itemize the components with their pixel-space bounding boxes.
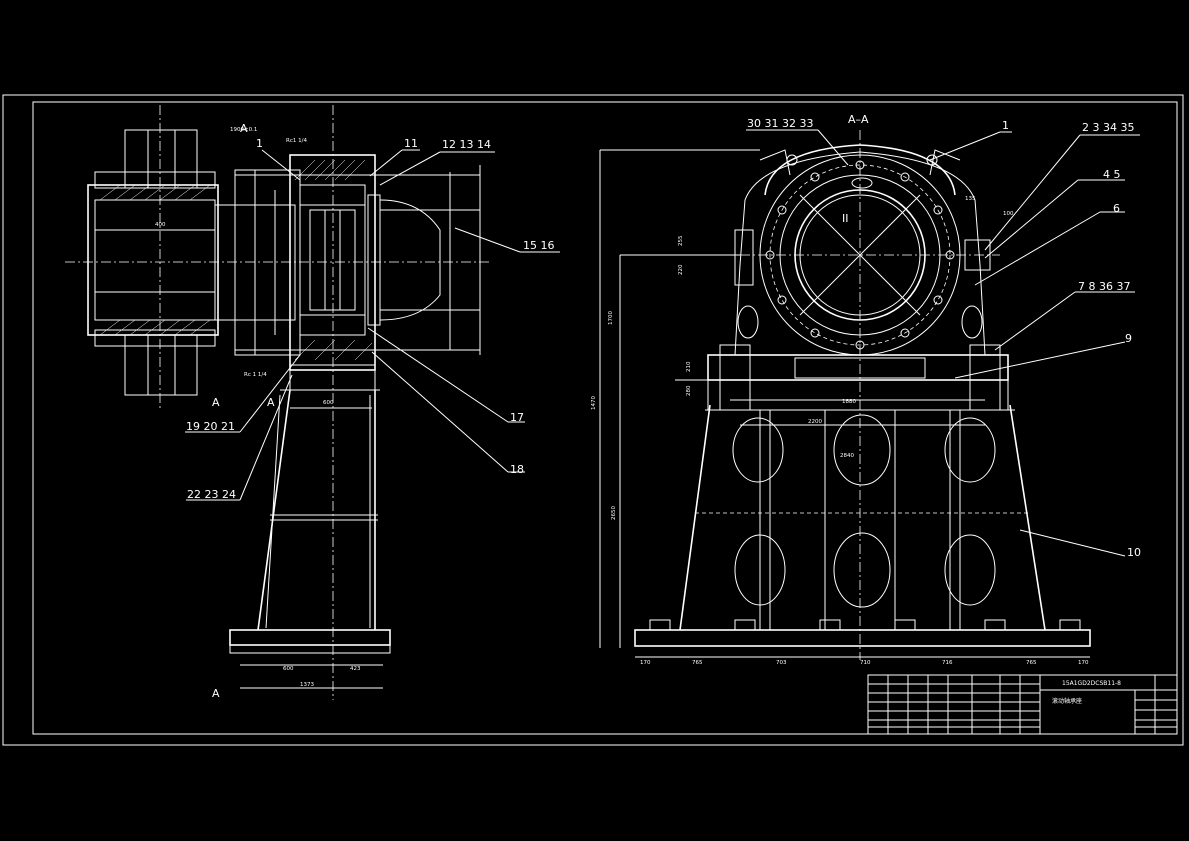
section-mark-left-top: A bbox=[240, 122, 248, 135]
svg-text:2650: 2650 bbox=[611, 506, 617, 520]
balloon-7-37: 7 8 36 37 bbox=[1078, 280, 1130, 293]
balloon-12-13-14: 12 13 14 bbox=[442, 138, 491, 151]
svg-text:170: 170 bbox=[640, 660, 651, 666]
svg-text:600: 600 bbox=[283, 666, 294, 672]
svg-text:765: 765 bbox=[1026, 660, 1037, 666]
balloon-11: 11 bbox=[404, 137, 418, 150]
balloon-4-5: 4 5 bbox=[1103, 168, 1121, 181]
svg-text:135: 135 bbox=[965, 196, 976, 202]
section-title-aa: A–A bbox=[848, 113, 869, 126]
balloon-30-33: 30 31 32 33 bbox=[747, 117, 813, 130]
svg-text:100: 100 bbox=[1003, 211, 1014, 217]
balloon-10: 10 bbox=[1127, 546, 1141, 559]
svg-text:1373: 1373 bbox=[300, 682, 314, 688]
svg-text:210: 210 bbox=[686, 361, 692, 372]
balloon-9: 9 bbox=[1125, 332, 1132, 345]
right-section-view bbox=[599, 130, 1091, 660]
section-mark-left-mid: A bbox=[212, 396, 220, 409]
cap-hatching bbox=[294, 159, 373, 361]
balloon-17: 17 bbox=[510, 411, 524, 424]
drawing-title: 滚动轴承座 bbox=[1052, 697, 1082, 705]
right-dimensions: 135 100 2200 2840 1880 1700 1470 2650 17… bbox=[591, 196, 1089, 666]
svg-text:170: 170 bbox=[1078, 660, 1089, 666]
left-hatching bbox=[99, 184, 211, 336]
svg-text:703: 703 bbox=[776, 660, 787, 666]
svg-text:600: 600 bbox=[323, 400, 334, 406]
svg-text:765: 765 bbox=[692, 660, 703, 666]
section-mark-left-bottom: A bbox=[212, 687, 220, 700]
balloon-22-23-24: 22 23 24 bbox=[187, 488, 236, 501]
balloon-15-16: 15 16 bbox=[523, 239, 555, 252]
svg-text:710: 710 bbox=[860, 660, 871, 666]
detail-mark-ii: II bbox=[842, 212, 849, 225]
section-mark-left-mid-b: A bbox=[267, 396, 275, 409]
balloon-6: 6 bbox=[1113, 202, 1120, 215]
balloon-19-20-21: 19 20 21 bbox=[186, 420, 235, 433]
svg-text:280: 280 bbox=[686, 385, 692, 396]
balloon-2-35: 2 3 34 35 bbox=[1082, 121, 1134, 134]
svg-text:220: 220 bbox=[678, 264, 684, 275]
balloon-18: 18 bbox=[510, 463, 524, 476]
svg-text:255: 255 bbox=[678, 235, 684, 246]
balloon-1-right: 1 bbox=[1002, 119, 1009, 132]
svg-text:400: 400 bbox=[155, 222, 166, 228]
inner-frame bbox=[32, 101, 1178, 735]
balloon-1-left: 1 bbox=[256, 137, 263, 150]
title-block: 15A1GD2DCSB11-8 滚动轴承座 bbox=[867, 674, 1178, 735]
left-dimensions: 1900±0.1 Rc1 1/4 Rc 1 1/4 400 600 600 42… bbox=[155, 127, 383, 689]
left-section-view bbox=[65, 105, 490, 700]
svg-text:2200: 2200 bbox=[808, 419, 822, 425]
svg-text:Rc 1 1/4: Rc 1 1/4 bbox=[244, 372, 267, 378]
svg-text:1880: 1880 bbox=[842, 399, 856, 405]
svg-text:1470: 1470 bbox=[591, 396, 597, 410]
outer-frame bbox=[2, 94, 1184, 746]
left-balloons: 1 11 12 13 14 15 16 17 18 19 20 21 22 23… bbox=[185, 137, 560, 501]
svg-text:716: 716 bbox=[942, 660, 953, 666]
svg-text:Rc1 1/4: Rc1 1/4 bbox=[286, 138, 307, 144]
svg-text:1700: 1700 bbox=[608, 311, 614, 325]
svg-text:423: 423 bbox=[350, 666, 361, 672]
svg-text:1900±0.1: 1900±0.1 bbox=[230, 127, 257, 133]
svg-text:2840: 2840 bbox=[840, 453, 854, 459]
drawing-number: 15A1GD2DCSB11-8 bbox=[1062, 680, 1121, 687]
right-balloons: 30 31 32 33 1 2 3 34 35 4 5 6 7 8 36 37 … bbox=[746, 117, 1141, 559]
